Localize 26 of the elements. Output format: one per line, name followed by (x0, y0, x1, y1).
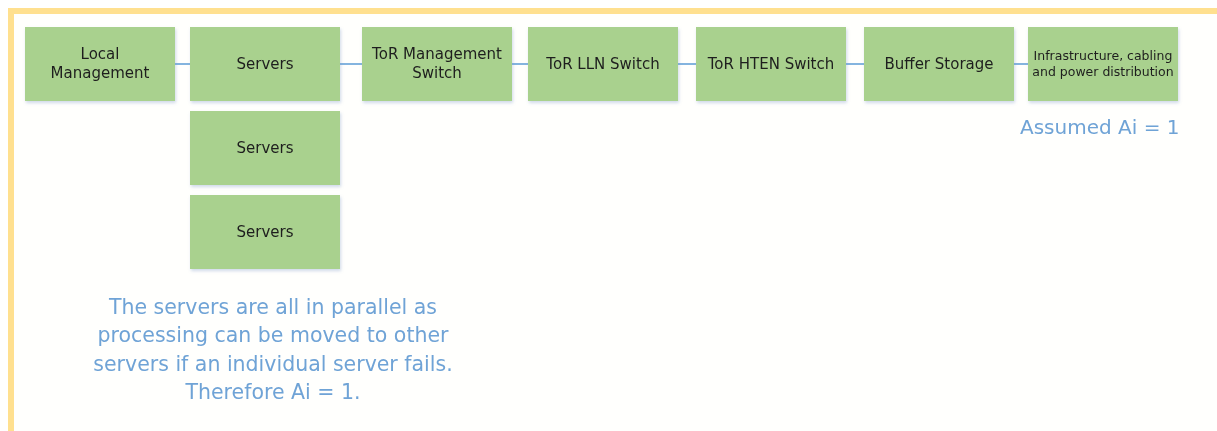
connector-line (1013, 63, 1029, 65)
component-box (25, 27, 175, 101)
box-label: ToR Management Switch (371, 45, 503, 83)
box-label: Local Management (49, 45, 151, 83)
connector-line (339, 63, 363, 65)
component-box (190, 27, 340, 101)
note-text: The servers are all in parallel as processing can be moved to other servers if an individual server fails. Therefore Ai = 1. (92, 294, 454, 406)
box-label: Servers (236, 222, 294, 242)
component-box (190, 195, 340, 269)
component-box (528, 27, 678, 101)
box-label: Servers (236, 138, 294, 158)
box-label: ToR LLN Switch (546, 54, 660, 74)
component-box (1028, 27, 1178, 101)
annotation-text: Assumed Ai = 1 (1020, 115, 1180, 139)
connector-line (174, 63, 191, 65)
connector-line (511, 63, 529, 65)
component-box (190, 111, 340, 185)
box-label: Buffer Storage (884, 54, 994, 74)
connector-line (845, 63, 865, 65)
component-box (362, 27, 512, 101)
component-box (696, 27, 846, 101)
box-label: Infrastructure, cabling and power distribution (1032, 48, 1174, 80)
connector-line (677, 63, 697, 65)
box-label: ToR HTEN Switch (707, 54, 835, 74)
component-box (864, 27, 1014, 101)
box-label: Servers (236, 54, 294, 74)
